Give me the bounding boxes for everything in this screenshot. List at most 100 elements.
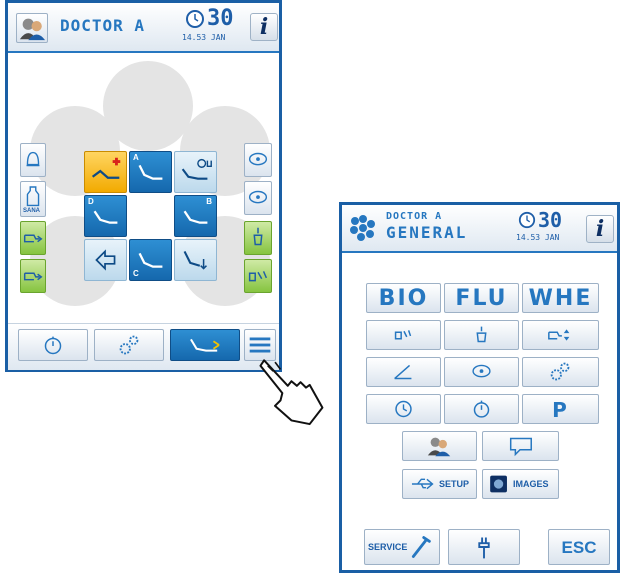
handpiece-icon <box>478 537 490 559</box>
chair-rinse-position-icon <box>181 158 212 180</box>
operating-light-settings-button[interactable] <box>444 357 519 387</box>
header-bar: DOCTOR A 30 14.53 JAN i <box>8 3 279 53</box>
program-zero-button[interactable] <box>84 151 127 193</box>
operating-light-button[interactable] <box>244 143 272 177</box>
p-label: P <box>552 398 569 422</box>
bowl-rinse-icon <box>394 330 412 340</box>
angle-icon <box>394 364 412 380</box>
menu-date-day: 30 <box>538 208 563 232</box>
menu-button[interactable] <box>244 329 276 361</box>
program-c-button[interactable]: C <box>129 239 172 281</box>
settings-gears-icon <box>119 335 139 355</box>
doctors-icon <box>427 437 451 457</box>
setup-button[interactable]: SETUP <box>402 469 477 499</box>
cup-filler-icon <box>476 326 487 343</box>
menu-time-month: 14.53 JAN <box>516 233 560 242</box>
images-button[interactable]: IMAGES <box>482 469 559 499</box>
operating-light-alt-button[interactable] <box>244 181 272 215</box>
program-b-button[interactable]: B <box>174 195 217 237</box>
sana-bottle-icon <box>26 186 40 207</box>
bowl-rinse-button[interactable] <box>244 259 272 293</box>
settings-gears-icon <box>550 362 570 381</box>
esc-label: ESC <box>561 538 597 557</box>
cup-fill-right-icon <box>23 234 43 243</box>
clock-icon <box>186 10 204 28</box>
program-a-button[interactable]: A <box>129 151 172 193</box>
p-button[interactable]: P <box>522 394 599 424</box>
bio-label: BIO <box>378 286 429 311</box>
menu-info-button[interactable]: i <box>586 215 614 243</box>
program-label-d: D <box>88 197 94 206</box>
messages-button[interactable] <box>482 431 559 461</box>
bell-button[interactable] <box>20 143 46 177</box>
chair-position-button[interactable] <box>170 329 240 361</box>
cup-fill-timer-button[interactable] <box>20 259 46 293</box>
bell-icon <box>26 151 40 167</box>
program-memory-button[interactable] <box>84 239 127 281</box>
doctor-select-button[interactable] <box>402 431 477 461</box>
hard-disk-icon <box>490 475 507 493</box>
chair-program-b-icon <box>183 210 208 224</box>
doctor-group-icon <box>350 215 375 241</box>
pointing-hand-icon <box>259 359 324 426</box>
menu-doctor-name: DOCTOR A <box>386 211 443 222</box>
menu-icon <box>249 337 271 353</box>
setup-label: SETUP <box>439 479 470 489</box>
service-label: SERVICE <box>368 542 408 552</box>
timer-icon <box>473 400 490 418</box>
esc-button[interactable]: ESC <box>548 529 610 565</box>
whe-label: WHE <box>528 286 593 311</box>
program-label-c: C <box>133 269 139 278</box>
memory-arrow-icon <box>95 249 116 271</box>
program-d-button[interactable]: D <box>84 195 127 237</box>
gears-settings-button[interactable] <box>522 357 599 387</box>
time-month: 14.53 JAN <box>182 33 226 42</box>
cup-temperature-button[interactable] <box>522 320 599 350</box>
program-rinse-button[interactable] <box>174 151 217 193</box>
chair-program-c-icon <box>138 252 163 268</box>
instrument-button[interactable] <box>448 529 520 565</box>
bowl-rinse-icon <box>248 271 268 282</box>
sana-label: SANA <box>23 208 41 214</box>
cup-filler-button[interactable] <box>244 221 272 255</box>
operating-light-icon <box>472 364 491 378</box>
chair-zero-icon <box>91 157 121 179</box>
flu-button[interactable]: FLU <box>444 283 519 313</box>
timer-icon <box>44 336 62 355</box>
operating-light-alt-icon <box>248 190 268 204</box>
cup-fill-timer-icon <box>23 272 43 281</box>
program-label-a: A <box>133 153 139 162</box>
bowl-rinse-settings-button[interactable] <box>366 320 441 350</box>
images-label: IMAGES <box>513 479 549 489</box>
chair-position-icon <box>190 338 220 352</box>
program-last-position-button[interactable] <box>174 239 217 281</box>
cup-fill-button[interactable] <box>20 221 46 255</box>
service-button[interactable]: SERVICE <box>364 529 440 565</box>
menu-header-bar: DOCTOR A GENERAL 30 14.53 JAN i <box>342 205 617 253</box>
cup-filler-settings-button[interactable] <box>444 320 519 350</box>
clock-icon <box>518 211 536 229</box>
doctor-select-button[interactable] <box>16 13 48 43</box>
speech-bubble-icon <box>509 437 532 457</box>
decor-circle <box>103 61 193 151</box>
usb-icon <box>411 478 434 490</box>
whe-button[interactable]: WHE <box>522 283 599 313</box>
timer-settings-button[interactable] <box>444 394 519 424</box>
clock-settings-button[interactable] <box>366 394 441 424</box>
menu-panel: DOCTOR A GENERAL 30 14.53 JAN i BIO FLU … <box>339 202 620 573</box>
doctor-name: DOCTOR A <box>60 16 146 35</box>
cup-fill-adjust-icon <box>548 329 570 341</box>
doctors-icon <box>19 18 46 41</box>
settings-button[interactable] <box>94 329 164 361</box>
sana-button[interactable]: SANA <box>20 181 46 217</box>
control-panel-main: DOCTOR A 30 14.53 JAN i SANA <box>5 0 282 372</box>
chair-program-a-icon <box>138 164 163 180</box>
info-button[interactable]: i <box>250 13 278 41</box>
chair-last-position-icon <box>183 250 207 270</box>
operating-light-icon <box>248 152 268 166</box>
bio-button[interactable]: BIO <box>366 283 441 313</box>
timer-button[interactable] <box>18 329 88 361</box>
chair-angle-button[interactable] <box>366 357 441 387</box>
cup-filler-icon <box>253 227 263 246</box>
program-label-b: B <box>206 197 212 206</box>
